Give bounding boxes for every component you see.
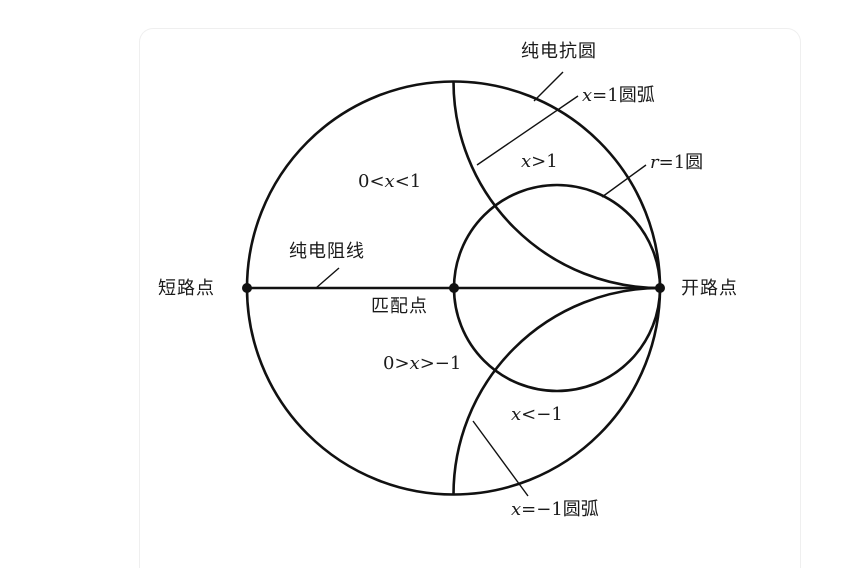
label-x-eq-neg1-arc: x=−1圆弧: [511, 500, 599, 520]
label-text: 0<: [358, 171, 385, 192]
label-r-eq-1-circle: r=1圆: [650, 153, 703, 173]
x-equals-neg1-arc: [452, 286, 661, 495]
open-circuit-dot: [655, 283, 665, 293]
label-short-circuit-point: 短路点: [158, 278, 215, 299]
x-equals-1-arc: [452, 81, 661, 290]
var-x: x: [511, 404, 522, 425]
label-x-gt-1: x>1: [521, 152, 558, 172]
label-text: =−1圆弧: [521, 499, 599, 520]
label-region-0-lt-x-lt-1: 0<x<1: [358, 172, 421, 192]
label-text: =1圆: [658, 152, 704, 173]
var-r: r: [650, 152, 659, 173]
label-text: >−1: [419, 353, 462, 374]
var-x: x: [521, 151, 532, 172]
var-x: x: [582, 85, 593, 106]
label-pure-resistance-line: 纯电阻线: [289, 241, 365, 262]
var-x: x: [384, 171, 395, 192]
label-text: <1: [394, 171, 422, 192]
smith-chart: [242, 71, 665, 497]
diagram-card: [139, 28, 801, 568]
label-text: =1圆弧: [592, 85, 655, 106]
var-x: x: [409, 353, 420, 374]
short-circuit-dot: [242, 283, 252, 293]
label-open-circuit-point: 开路点: [681, 278, 738, 299]
leader-pure-reactance: [533, 71, 564, 102]
leader-pure-resistance: [315, 267, 340, 289]
leader-r-eq-1-circle: [601, 164, 647, 198]
leader-x-eq-1-arc: [476, 95, 579, 166]
match-point-dot: [449, 283, 459, 293]
label-text: 0>: [383, 353, 410, 374]
leader-x-eq-neg1-arc: [472, 420, 529, 497]
label-x-eq-1-arc: x=1圆弧: [582, 86, 655, 106]
label-text: >1: [531, 151, 558, 172]
label-pure-reactance-circle: 纯电抗圆: [521, 41, 597, 62]
label-match-point: 匹配点: [371, 296, 428, 317]
label-region-0-gt-x-gt-neg1: 0>x>−1: [383, 354, 461, 374]
var-x: x: [511, 499, 522, 520]
label-x-lt-neg1: x<−1: [511, 405, 563, 425]
label-text: <−1: [521, 404, 563, 425]
